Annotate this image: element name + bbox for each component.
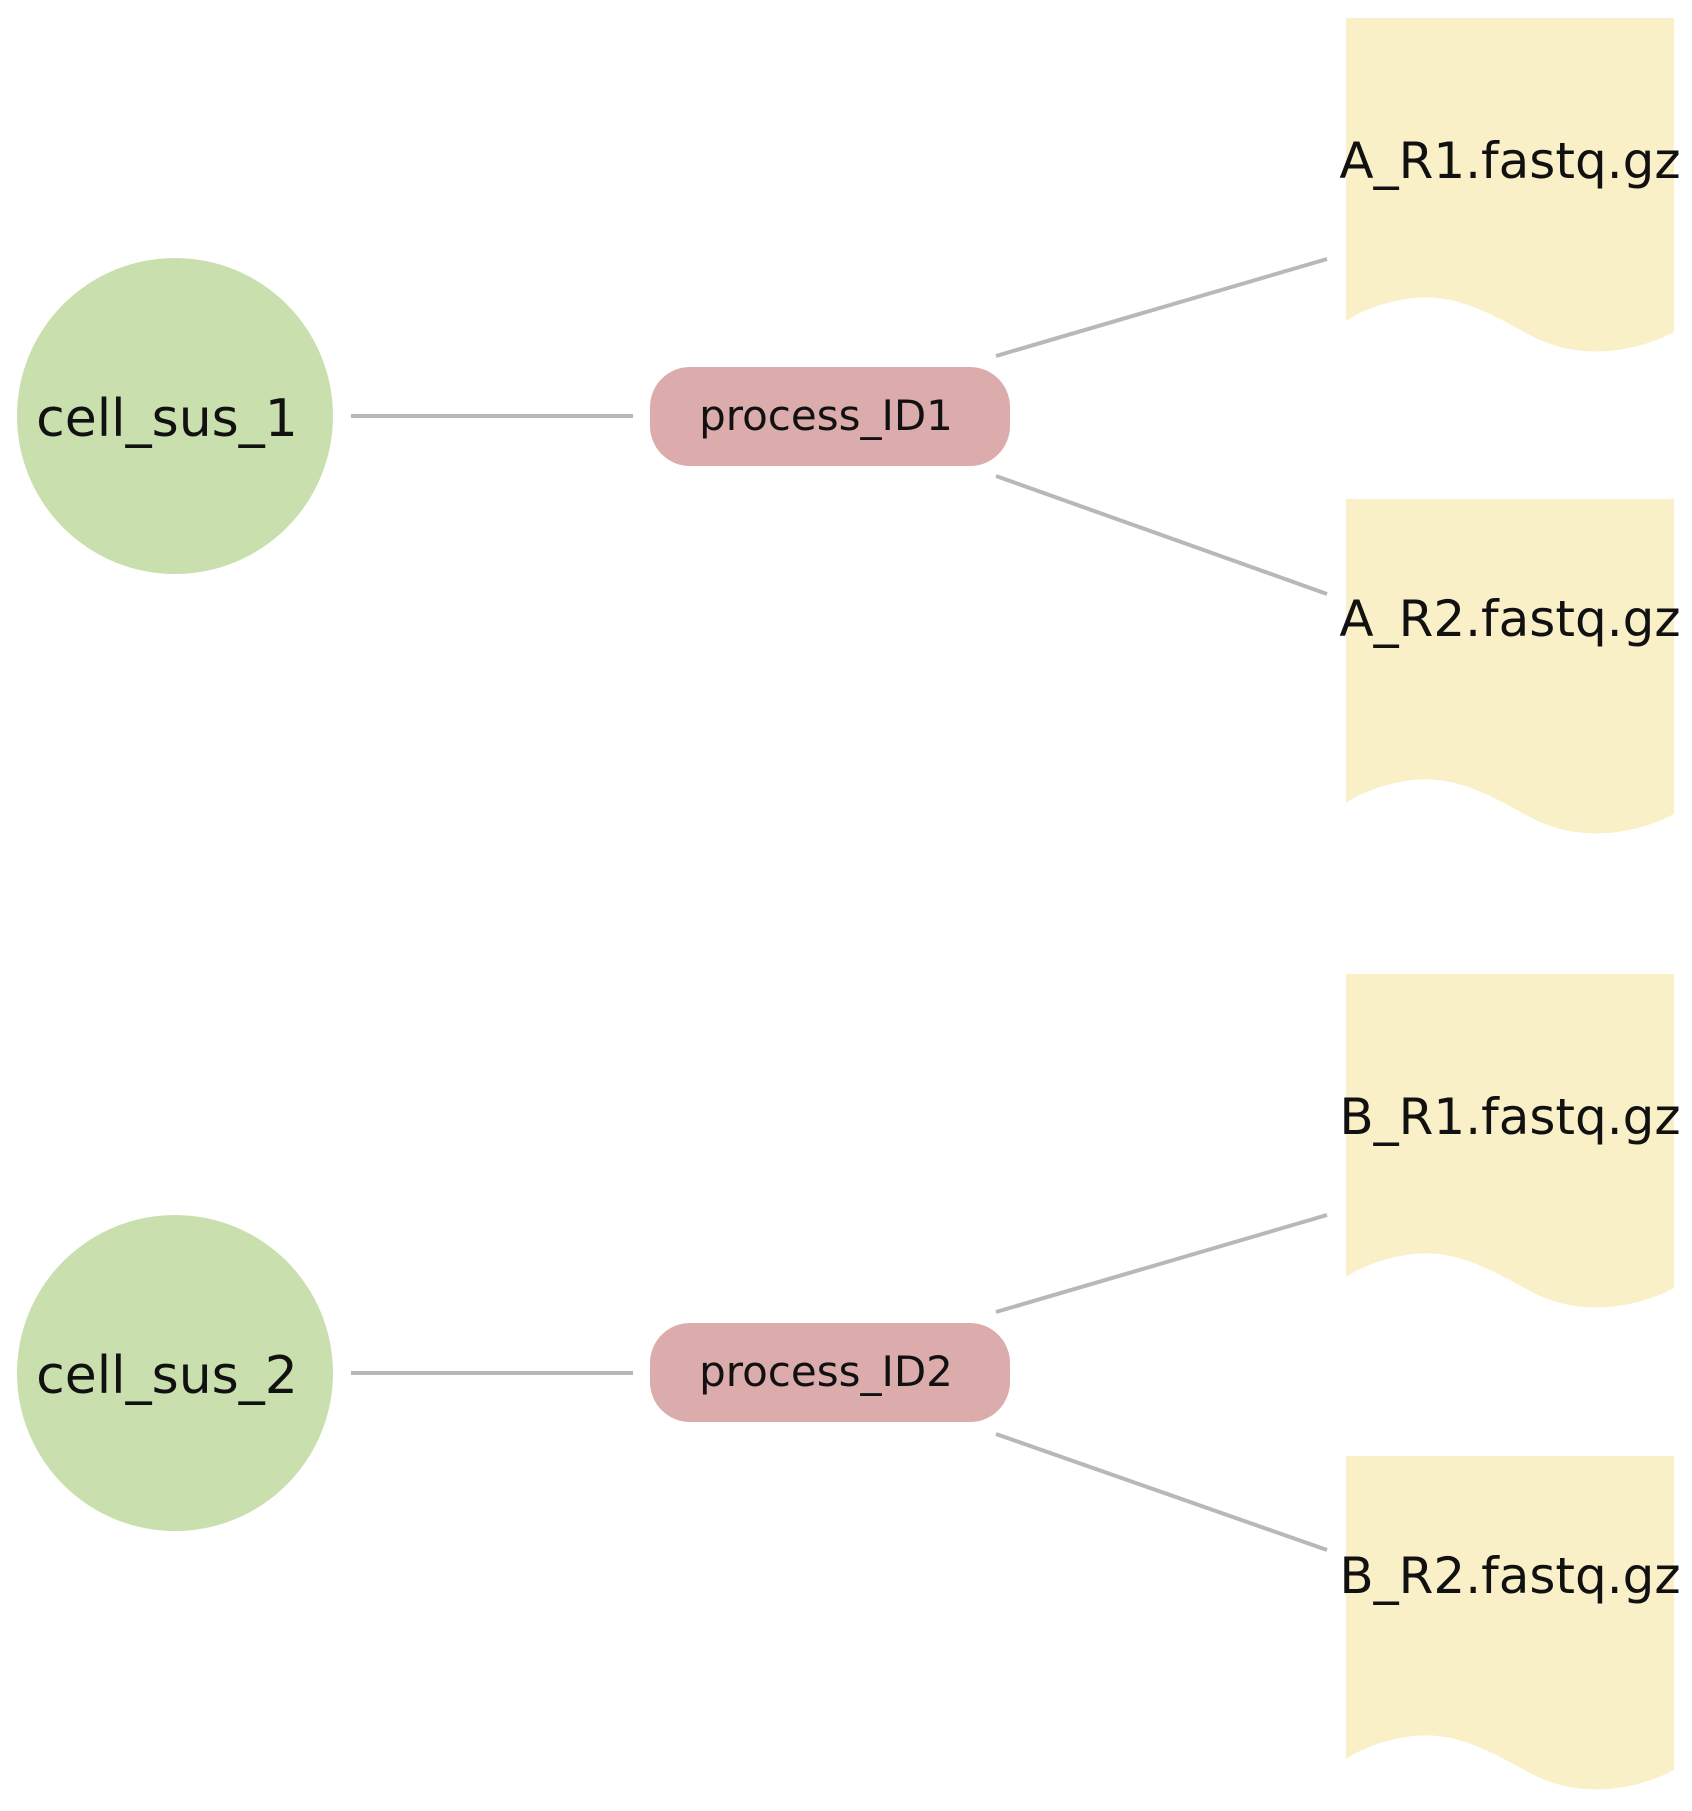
file-node-a-r2[interactable]: A_R2.fastq.gz [1339,499,1681,834]
file-node-a-r1[interactable]: A_R1.fastq.gz [1339,18,1681,352]
file-node-label: B_R2.fastq.gz [1339,1547,1680,1605]
file-node-b-r2[interactable]: B_R2.fastq.gz [1339,1456,1681,1790]
sample-node-cell-sus-2[interactable]: cell_sus_2 [17,1215,333,1531]
workflow-group-2: cell_sus_2 process_ID2 B_R1.fastq.gz B_R… [17,974,1681,1790]
edge-process1-file-a-r2 [995,474,1328,596]
file-node-shape [1346,974,1674,1308]
process-node-label: process_ID2 [699,1347,953,1396]
edge-process2-file-b-r1 [995,1213,1328,1314]
process-node-shape [650,1323,1010,1422]
sample-node-label: cell_sus_2 [36,1346,298,1406]
file-node-label: A_R1.fastq.gz [1339,132,1680,190]
sample-node-label: cell_sus_1 [36,389,298,449]
file-node-shape [1346,18,1674,352]
workflow-group-1: cell_sus_1 process_ID1 A_R1.fastq.gz A_R… [17,18,1681,834]
file-node-shape [1346,499,1674,834]
sample-node-shape [17,258,333,574]
sample-node-shape [17,1215,333,1531]
process-node-label: process_ID1 [699,391,953,440]
process-node-process-id1[interactable]: process_ID1 [650,367,1010,466]
file-node-b-r1[interactable]: B_R1.fastq.gz [1339,974,1681,1308]
sample-node-cell-sus-1[interactable]: cell_sus_1 [17,258,333,574]
file-node-shape [1346,1456,1674,1790]
process-node-process-id2[interactable]: process_ID2 [650,1323,1010,1422]
process-node-shape [650,367,1010,466]
edge-process2-file-b-r2 [995,1432,1328,1552]
file-node-label: B_R1.fastq.gz [1339,1088,1680,1146]
file-node-label: A_R2.fastq.gz [1339,590,1680,648]
edge-process1-file-a-r1 [995,257,1328,358]
